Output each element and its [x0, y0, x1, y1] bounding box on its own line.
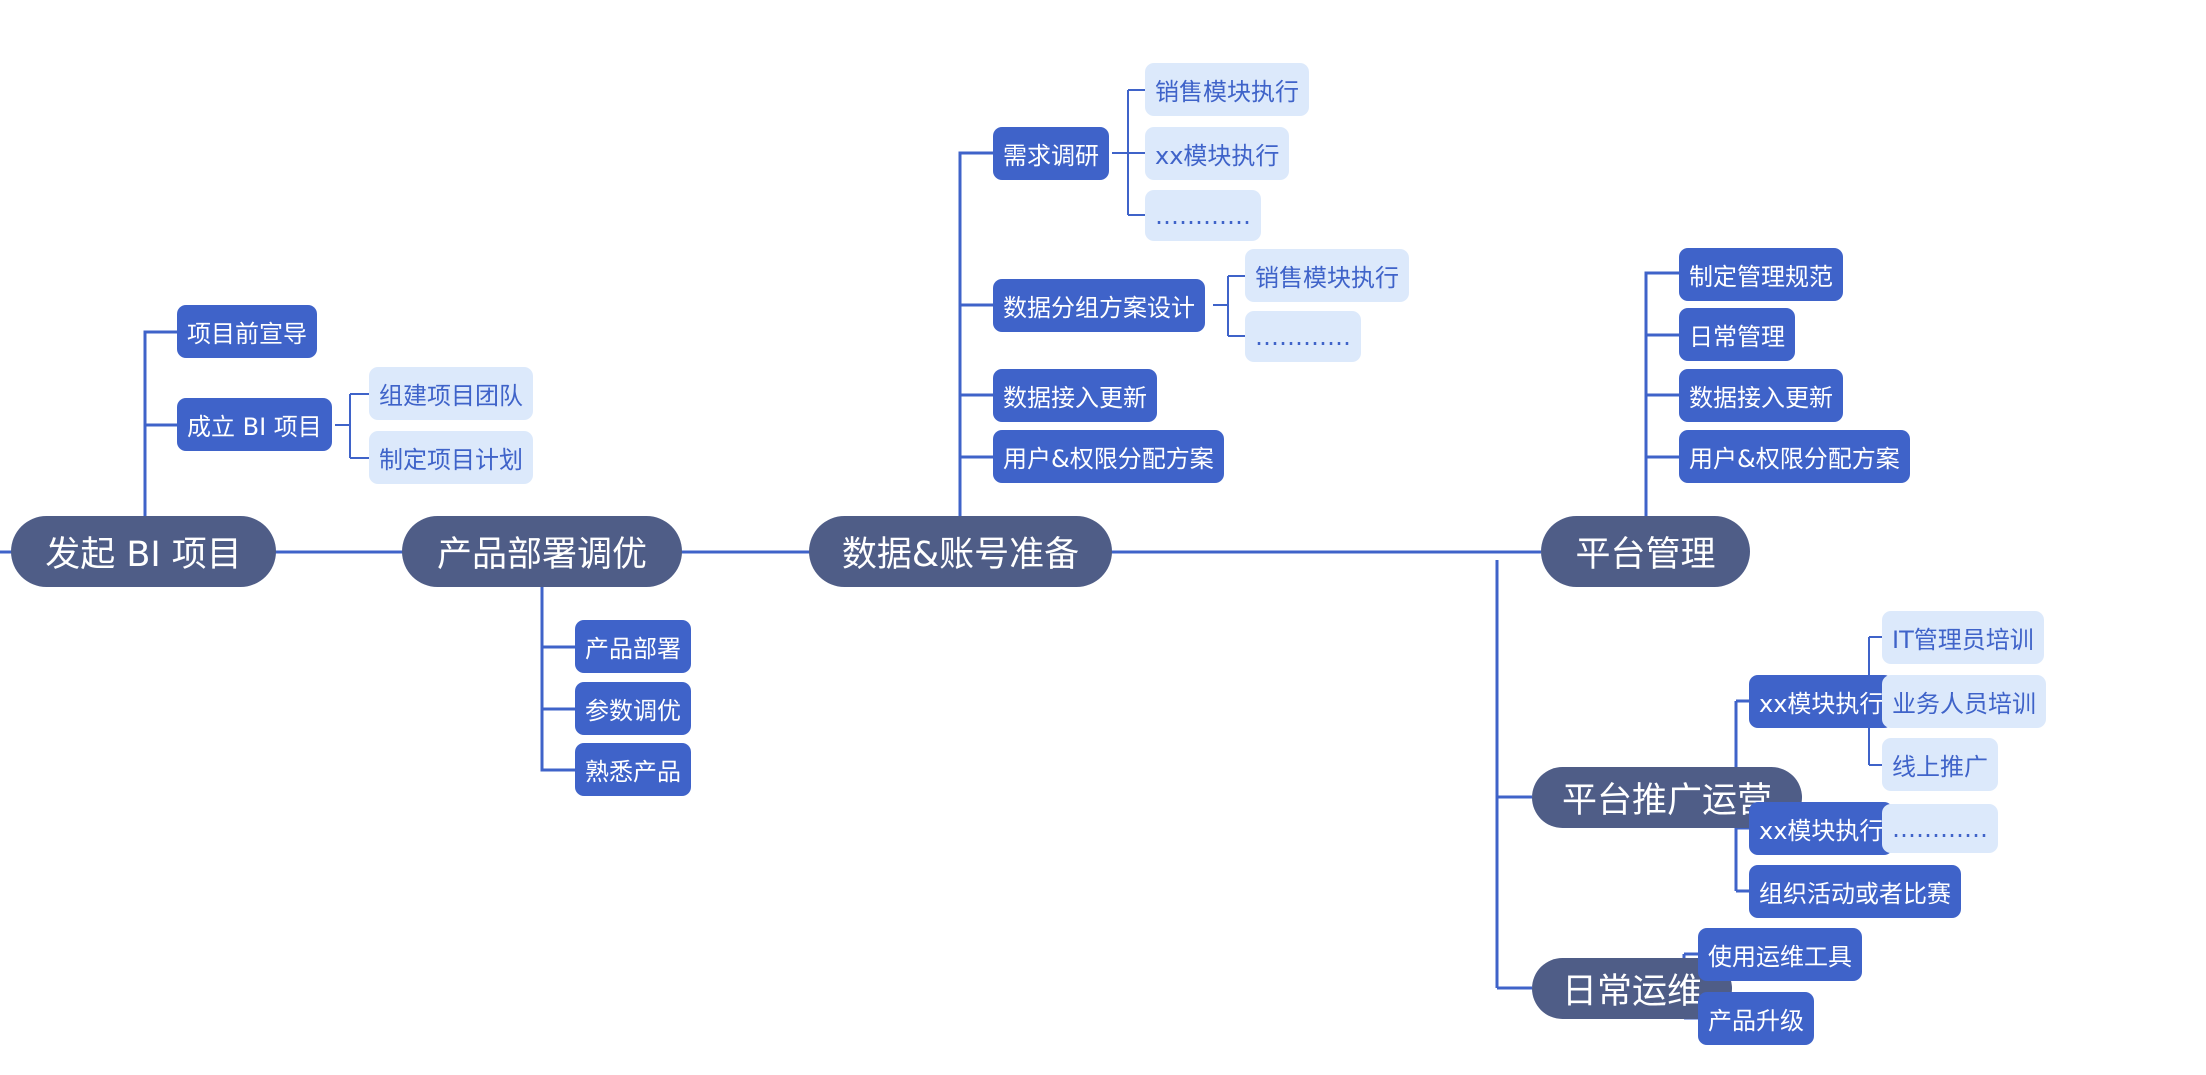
node-product-deploy[interactable]: 产品部署 — [575, 620, 691, 673]
root-node-promo[interactable]: 平台推广运营 — [1532, 767, 1802, 828]
leaf-build-team[interactable]: 组建项目团队 — [369, 367, 533, 420]
node-permission-plan[interactable]: 用户&权限分配方案 — [1679, 430, 1910, 483]
leaf-ellipsis[interactable]: ………… — [1245, 311, 1361, 362]
node-events[interactable]: 组织活动或者比赛 — [1749, 865, 1961, 918]
node-mgmt-rules[interactable]: 制定管理规范 — [1679, 248, 1843, 301]
research-branch — [1112, 89, 1145, 216]
setup-branch — [335, 393, 369, 459]
node-setup-bi[interactable]: 成立 BI 项目 — [177, 398, 332, 451]
node-ops-tools[interactable]: 使用运维工具 — [1698, 928, 1862, 981]
promo-ops-trunk — [1495, 560, 1532, 990]
root-node-data-account[interactable]: 数据&账号准备 — [809, 516, 1112, 587]
root-node-ops[interactable]: 日常运维 — [1532, 958, 1732, 1019]
root-node-start-bi[interactable]: 发起 BI 项目 — [11, 516, 276, 587]
leaf-project-plan[interactable]: 制定项目计划 — [369, 431, 533, 484]
root-node-deploy[interactable]: 产品部署调优 — [402, 516, 682, 587]
node-label: 发起 BI 项目 — [45, 535, 242, 575]
node-research[interactable]: 需求调研 — [993, 127, 1109, 180]
node-label: 平台推广运营 — [1561, 781, 1772, 821]
node-xx-module-1[interactable]: xx模块执行 — [1749, 675, 1894, 728]
node-preheat[interactable]: 项目前宣导 — [177, 305, 317, 358]
node-label: 产品部署调优 — [436, 535, 647, 575]
node-permission-plan[interactable]: 用户&权限分配方案 — [993, 430, 1224, 483]
node-xx-module-2[interactable]: xx模块执行 — [1749, 802, 1894, 855]
start-branch — [143, 330, 177, 516]
leaf-ellipsis[interactable]: ………… — [1882, 804, 1998, 853]
node-label: 日常运维 — [1561, 972, 1702, 1012]
node-data-ingest[interactable]: 数据接入更新 — [1679, 369, 1843, 422]
platform-branch — [1644, 271, 1679, 516]
data-branch — [958, 151, 993, 516]
node-grouping-design[interactable]: 数据分组方案设计 — [993, 279, 1205, 332]
node-param-tuning[interactable]: 参数调优 — [575, 682, 691, 735]
node-learn-product[interactable]: 熟悉产品 — [575, 743, 691, 796]
leaf-business-training[interactable]: 业务人员培训 — [1882, 675, 2046, 728]
node-data-ingest[interactable]: 数据接入更新 — [993, 369, 1157, 422]
leaf-sales-module[interactable]: 销售模块执行 — [1145, 63, 1309, 116]
leaf-it-admin-training[interactable]: IT管理员培训 — [1882, 611, 2044, 664]
root-node-platform-mgmt[interactable]: 平台管理 — [1541, 516, 1750, 587]
node-daily-mgmt[interactable]: 日常管理 — [1679, 308, 1795, 361]
node-product-upgrade[interactable]: 产品升级 — [1698, 992, 1814, 1045]
node-label: 平台管理 — [1575, 535, 1716, 575]
leaf-sales-module[interactable]: 销售模块执行 — [1245, 249, 1409, 302]
grouping-branch — [1213, 275, 1245, 337]
leaf-online-promo[interactable]: 线上推广 — [1882, 738, 1998, 791]
leaf-xx-module[interactable]: xx模块执行 — [1145, 127, 1290, 180]
deploy-branch — [540, 587, 575, 772]
leaf-ellipsis[interactable]: ………… — [1145, 190, 1261, 241]
node-label: 数据&账号准备 — [841, 535, 1080, 575]
